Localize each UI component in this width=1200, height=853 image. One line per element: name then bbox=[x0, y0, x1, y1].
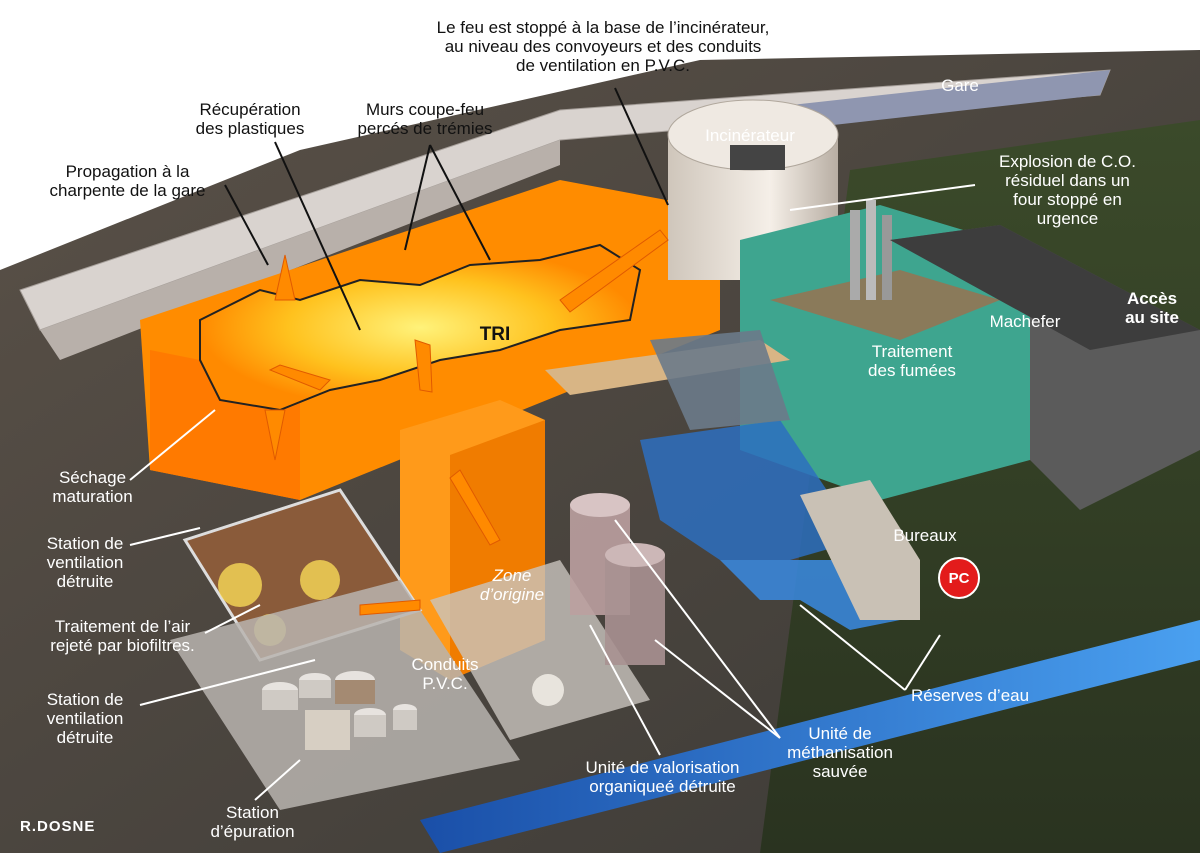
sphere-tank bbox=[532, 674, 564, 706]
label-epuration: Station d’épuration bbox=[210, 803, 295, 841]
label-station-ventilation-2: Station de ventilation détruite bbox=[46, 690, 124, 747]
label-tri: TRI bbox=[479, 324, 511, 345]
machefer-roof bbox=[890, 225, 1200, 350]
label-propagation: Propagation à la charpente de la gare bbox=[49, 162, 206, 200]
chimney-3 bbox=[882, 215, 892, 300]
biofilter-fire-2 bbox=[300, 560, 340, 600]
label-fire-stopped: Le feu est stoppé à la base de l’incinér… bbox=[436, 18, 770, 75]
water-basin bbox=[640, 420, 860, 560]
label-recuperation: Récupération des plastiques bbox=[195, 100, 305, 138]
label-zone-origine: Zone d’origine bbox=[479, 566, 545, 604]
chimney-2 bbox=[866, 200, 876, 300]
sky bbox=[0, 0, 1200, 250]
water-canal bbox=[420, 620, 1200, 853]
fire-arrows bbox=[264, 229, 669, 616]
gare-wall bbox=[40, 140, 560, 360]
label-gare: Gare bbox=[941, 76, 979, 95]
label-valorisation: Unité de valorisation organiqueé détruit… bbox=[585, 758, 740, 796]
label-bureaux: Bureaux bbox=[893, 526, 957, 545]
incinerateur-machinery bbox=[730, 145, 785, 170]
traitement-fumees-building bbox=[740, 205, 1030, 500]
glass-roof bbox=[650, 330, 790, 430]
methanisation-tanks bbox=[570, 493, 665, 665]
label-murs: Murs coupe-feu percés de trémies bbox=[357, 100, 493, 138]
leader-lines-light bbox=[129, 184, 976, 801]
label-machefer: Machefer bbox=[989, 312, 1061, 331]
label-methanisation: Unité de méthanisation sauvée bbox=[787, 724, 893, 781]
label-incinerateur: Incinérateur bbox=[705, 126, 795, 145]
label-explosion: Explosion de C.O. résiduel dans un four … bbox=[998, 152, 1136, 228]
label-sechage: Séchage maturation bbox=[52, 468, 133, 506]
label-conduits: Conduits P.V.C. bbox=[411, 655, 479, 693]
label-station-ventilation-1: Station de ventilation détruite bbox=[46, 534, 124, 591]
pvc-pad bbox=[430, 560, 650, 740]
traitement-fumees-roof bbox=[770, 270, 1000, 340]
leader-lines-dark bbox=[224, 87, 669, 331]
label-pc: PC bbox=[948, 570, 970, 587]
label-traitement-fumees: Traitement des fumées bbox=[868, 342, 956, 380]
bureaux-building bbox=[800, 480, 920, 620]
label-acces: Accès au site bbox=[1125, 289, 1179, 327]
epuration-tanks bbox=[262, 671, 417, 750]
label-traitement-air: Traitement de l’air rejeté par biofiltre… bbox=[50, 617, 195, 655]
author-credit: R.DOSNE bbox=[20, 818, 96, 835]
label-reserves: Réserves d’eau bbox=[910, 686, 1030, 705]
pc-marker bbox=[938, 557, 980, 599]
biofilter-fire-1 bbox=[218, 563, 262, 607]
chimney-1 bbox=[850, 210, 860, 300]
